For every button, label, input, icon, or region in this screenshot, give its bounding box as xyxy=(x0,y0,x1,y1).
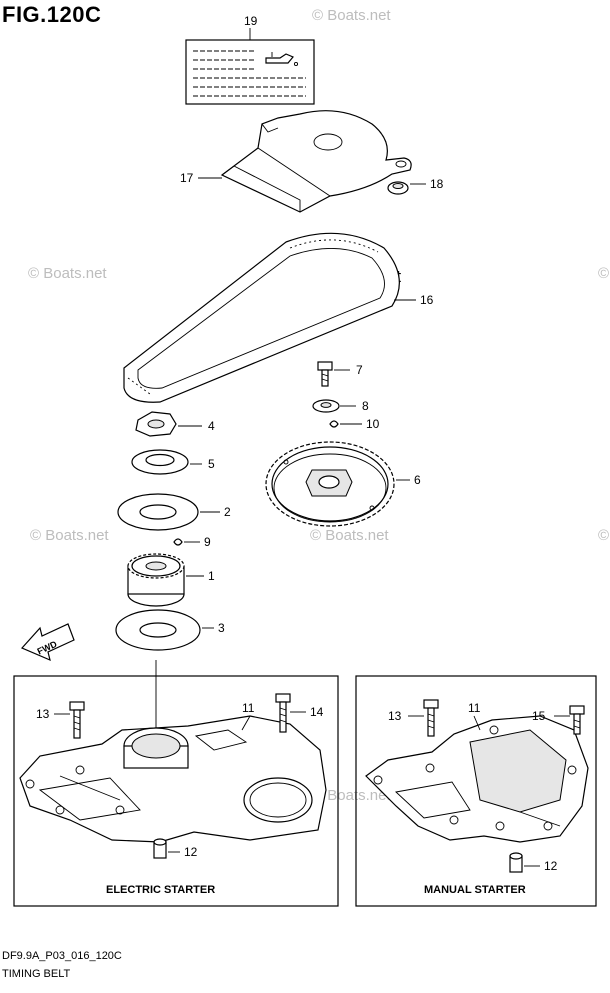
callout-15-manual: 15 xyxy=(532,709,546,723)
callout-17: 17 xyxy=(180,171,194,185)
part-11-bracket-manual[interactable] xyxy=(365,715,589,843)
watermark: © Boats.net xyxy=(312,7,391,24)
part-5-washer[interactable] xyxy=(131,449,189,475)
oil-can-icon xyxy=(265,52,299,67)
callout-4: 4 xyxy=(208,419,215,433)
part-12-dowel-manual[interactable] xyxy=(509,852,523,873)
callout-11-manual: 11 xyxy=(468,701,481,715)
part-13-bolt-electric[interactable] xyxy=(69,701,85,739)
part-1-drive-pulley[interactable] xyxy=(127,553,185,607)
part-19-label-sticker[interactable] xyxy=(185,39,315,105)
panel-manual-starter: 11 13 15 12 xyxy=(355,675,597,907)
callout-8: 8 xyxy=(362,399,369,413)
callout-3: 3 xyxy=(218,621,225,635)
part-10-key[interactable] xyxy=(329,420,339,428)
callout-12-manual: 12 xyxy=(544,859,558,873)
callout-12-electric: 12 xyxy=(184,845,198,859)
panel-electric-starter: 11 13 14 xyxy=(13,675,339,907)
callout-14-electric: 14 xyxy=(310,705,324,719)
figure-title: FIG.120C xyxy=(2,2,102,27)
part-8-washer[interactable] xyxy=(312,399,340,413)
callout-11-electric: 11 xyxy=(242,701,255,715)
part-7-bolt[interactable] xyxy=(317,361,333,387)
watermark: © Boats.net xyxy=(30,527,109,544)
part-3-guide-plate[interactable] xyxy=(115,609,201,651)
callout-2: 2 xyxy=(224,505,231,519)
part-15-bolt-manual[interactable] xyxy=(569,705,585,735)
part-9-key[interactable] xyxy=(173,538,183,546)
part-18-grommet[interactable] xyxy=(387,181,409,195)
figure-code: DF9.9A_P03_016_120C xyxy=(2,950,122,962)
figure-name: TIMING BELT xyxy=(2,968,71,980)
part-13-bolt-manual[interactable] xyxy=(423,699,439,737)
caption-manual-starter: MANUAL STARTER xyxy=(424,884,526,896)
callout-7: 7 xyxy=(356,363,363,377)
watermark: © Boats.net xyxy=(28,265,107,282)
part-4-nut[interactable] xyxy=(135,411,177,437)
callout-13-manual: 13 xyxy=(388,709,402,723)
callout-1: 1 xyxy=(208,569,215,583)
part-11-bracket-electric[interactable] xyxy=(19,715,327,843)
part-17-timing-belt-cover[interactable] xyxy=(220,110,412,213)
part-14-bolt-electric[interactable] xyxy=(275,693,291,733)
callout-18: 18 xyxy=(430,177,444,191)
watermark: © Boats.net xyxy=(312,787,391,804)
callout-5: 5 xyxy=(208,457,215,471)
part-6-driven-pulley[interactable] xyxy=(265,441,395,527)
callout-13-electric: 13 xyxy=(36,707,50,721)
part-16-timing-belt[interactable] xyxy=(123,232,400,403)
watermark: © Boats.net xyxy=(598,527,610,544)
watermark: © Boats.net xyxy=(310,527,389,544)
caption-electric-starter: ELECTRIC STARTER xyxy=(106,884,215,896)
callout-19: 19 xyxy=(244,14,258,28)
part-2-guide-plate[interactable] xyxy=(117,493,199,531)
fwd-arrow-icon: FWD xyxy=(20,623,75,662)
callout-10: 10 xyxy=(366,417,380,431)
callout-16: 16 xyxy=(420,293,434,307)
part-12-dowel-electric[interactable] xyxy=(153,838,167,859)
watermark: © Boats.net xyxy=(598,265,610,282)
callout-6: 6 xyxy=(414,473,421,487)
callout-9: 9 xyxy=(204,535,211,549)
